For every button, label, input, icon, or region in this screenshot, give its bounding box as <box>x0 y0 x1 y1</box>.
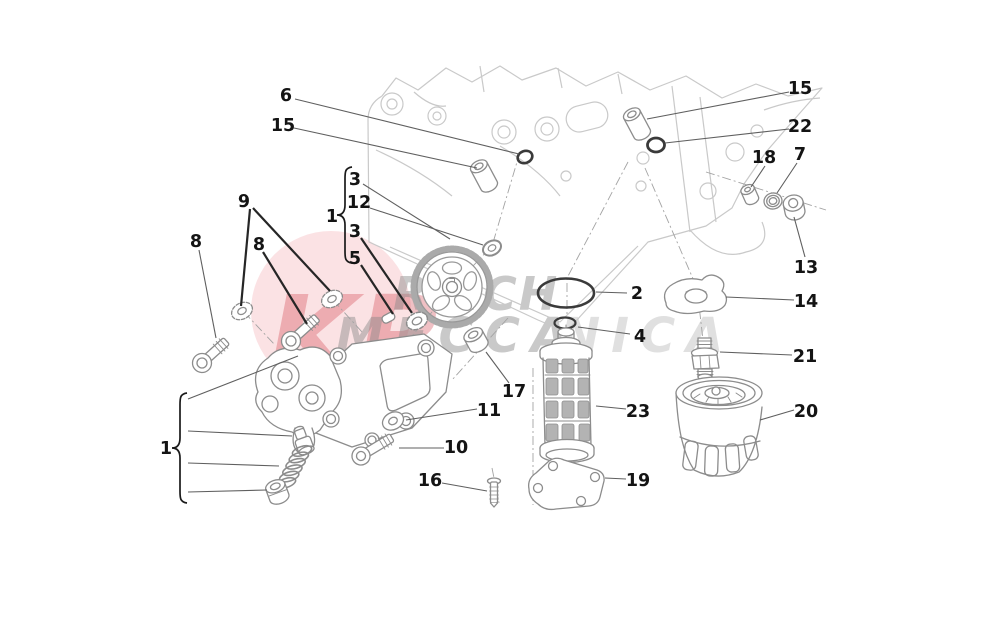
callout-label-9-2: 9 <box>238 192 250 212</box>
callout-label-6-0: 6 <box>280 86 292 106</box>
callout-label-17-21: 17 <box>502 382 526 402</box>
locating-bush-right <box>622 107 652 141</box>
leader-line <box>362 183 451 240</box>
plug-13 <box>782 194 806 221</box>
leader-line <box>187 355 299 400</box>
callout-label-21-17: 21 <box>793 347 817 367</box>
oil-pump-body <box>254 333 453 453</box>
strainer-gasket-19 <box>528 457 605 511</box>
leader-line <box>759 409 795 421</box>
callout-label-2-14: 2 <box>631 284 643 304</box>
leader-line <box>369 207 484 246</box>
leader-line <box>405 408 478 421</box>
pump-screw-a <box>191 337 230 374</box>
spring-washer-3 <box>405 311 429 331</box>
leader-line <box>595 405 627 410</box>
leader-line <box>750 165 766 188</box>
callout-label-23-19: 23 <box>626 402 650 422</box>
callout-label-13-13: 13 <box>794 258 818 278</box>
pump-screw-b <box>280 314 320 352</box>
oring-22 <box>646 136 666 154</box>
callout-label-1-brace1: 1 <box>160 439 172 459</box>
callout-label-7-12: 7 <box>794 145 806 165</box>
bypass-valve-plug <box>265 479 290 505</box>
callout-label-14-16: 14 <box>794 292 818 312</box>
leader-lines <box>187 91 806 493</box>
group-brace-1 <box>171 392 188 504</box>
gear-nut-12 <box>481 239 503 257</box>
washer-9a <box>230 301 254 321</box>
leader-line <box>198 249 217 339</box>
callout-label-15-9: 15 <box>788 79 812 99</box>
spacer-17 <box>463 326 489 354</box>
callout-label-3-5: 3 <box>349 170 361 190</box>
callout-label-12-6: 12 <box>347 193 371 213</box>
leader-line <box>604 477 627 480</box>
braces <box>171 166 353 504</box>
callout-label-1-brace0: 1 <box>326 207 338 227</box>
callout-label-3-7: 3 <box>349 222 361 242</box>
leader-line <box>776 162 798 194</box>
callout-label-22-10: 22 <box>788 117 812 137</box>
callout-label-20-18: 20 <box>794 402 818 422</box>
locating-bush-left <box>469 159 499 193</box>
oring-6 <box>516 149 534 165</box>
leader-line <box>262 251 308 325</box>
screw-10 <box>351 433 395 466</box>
callout-label-18-11: 18 <box>752 148 776 168</box>
key-5 <box>381 311 396 324</box>
oring-2 <box>536 277 596 309</box>
leader-line <box>239 208 252 307</box>
callout-label-19-20: 19 <box>626 471 650 491</box>
oil-pump-gear <box>410 245 494 329</box>
callout-label-15-1: 15 <box>271 116 295 136</box>
leader-line <box>360 264 394 315</box>
leader-line <box>294 98 520 155</box>
leader-line <box>187 462 280 467</box>
leader-line <box>252 207 331 292</box>
leader-line <box>793 216 806 258</box>
leader-line <box>293 127 478 169</box>
screw-16 <box>486 477 502 508</box>
callout-label-4-15: 4 <box>634 327 646 347</box>
leader-line <box>360 237 413 314</box>
leader-line <box>577 326 631 335</box>
oil-strainer-23 <box>539 324 595 464</box>
leader-line <box>719 351 793 356</box>
bush-18 <box>740 183 760 206</box>
leader-line <box>485 351 510 384</box>
callout-label-10-23: 10 <box>444 438 468 458</box>
group-brace-0 <box>336 166 353 264</box>
leader-line <box>725 296 795 301</box>
callout-label-5-8: 5 <box>349 249 361 269</box>
washer-11 <box>381 411 405 431</box>
leader-line <box>187 489 268 493</box>
callout-label-8-3: 8 <box>190 232 202 252</box>
washer-7 <box>763 192 783 210</box>
callout-label-8-4: 8 <box>253 235 265 255</box>
callout-label-16-24: 16 <box>418 471 442 491</box>
washer-9b <box>320 289 344 309</box>
callout-label-11-22: 11 <box>477 401 501 421</box>
leader-line <box>187 430 293 437</box>
oil-filter-cartridge <box>675 376 763 477</box>
leader-line <box>664 128 790 144</box>
filter-plate-14 <box>663 274 728 315</box>
leader-line <box>595 291 628 294</box>
leader-line <box>646 91 790 120</box>
leader-line <box>441 482 488 492</box>
